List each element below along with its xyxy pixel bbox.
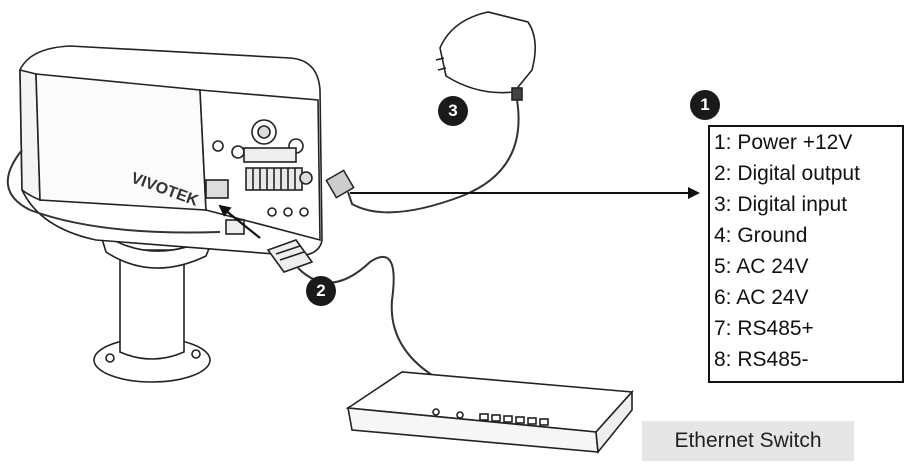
pin-row: 6: AC 24V bbox=[710, 282, 902, 313]
callout-badge-1: 1 bbox=[690, 90, 720, 120]
power-cable bbox=[348, 100, 519, 212]
callout-badge-2: 2 bbox=[306, 276, 336, 306]
pin-row: 5: AC 24V bbox=[710, 251, 902, 282]
camera-stand bbox=[94, 232, 214, 382]
pin-row: 4: Ground bbox=[710, 220, 902, 251]
camera-body: VIVOTEK bbox=[20, 46, 322, 256]
power-adapter bbox=[436, 12, 535, 100]
pin-row: 3: Digital input bbox=[710, 189, 902, 220]
terminal-block-pinout: 1: Power +12V 2: Digital output 3: Digit… bbox=[708, 125, 904, 383]
pin-row: 2: Digital output bbox=[710, 158, 902, 189]
pin-row: 7: RS485+ bbox=[710, 313, 902, 344]
ethernet-switch-label: Ethernet Switch bbox=[642, 421, 854, 461]
callout-badge-3: 3 bbox=[438, 96, 468, 126]
pin-row: 8: RS485- bbox=[710, 344, 902, 375]
pin-row: 1: Power +12V bbox=[710, 127, 902, 158]
ethernet-switch bbox=[348, 372, 632, 452]
